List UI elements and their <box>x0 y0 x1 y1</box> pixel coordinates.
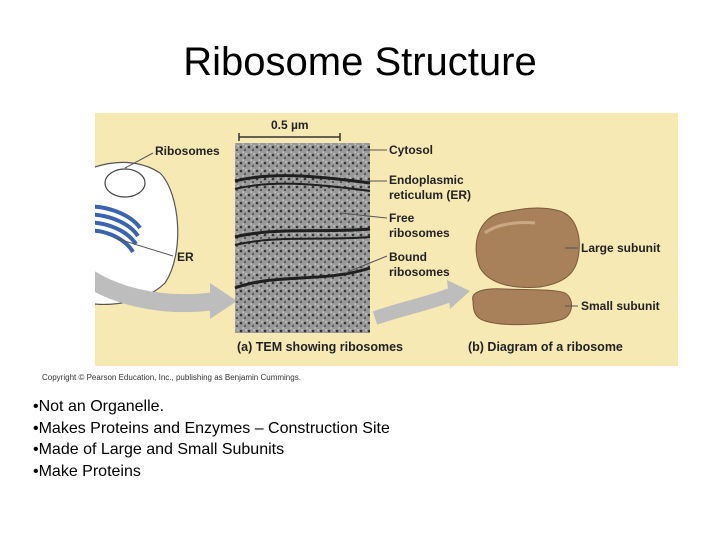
label-ribosomes: Ribosomes <box>155 144 220 158</box>
bullet-list: •Not an Organelle. •Makes Proteins and E… <box>33 396 390 482</box>
caption-a: (a) TEM showing ribosomes <box>237 340 403 354</box>
bullet-item: •Make Proteins <box>33 462 141 480</box>
ribosome-figure: Ribosomes ER 0.5 µm Cytosol Endoplasmic … <box>95 113 678 366</box>
label-free-line2: ribosomes <box>389 226 450 240</box>
label-er: ER <box>177 250 194 264</box>
ribosome-figure-art: Ribosomes ER 0.5 µm Cytosol Endoplasmic … <box>95 118 660 354</box>
scale-bar-label: 0.5 µm <box>271 118 309 132</box>
label-bound-line1: Bound <box>389 250 427 264</box>
label-free-line1: Free <box>389 211 415 225</box>
label-small-subunit: Small subunit <box>581 299 660 313</box>
copyright-note: Copyright © Pearson Education, Inc., pub… <box>42 373 301 382</box>
ribosome-diagram <box>472 207 580 326</box>
label-cytosol: Cytosol <box>389 143 433 157</box>
slide-title: Ribosome Structure <box>183 40 537 84</box>
label-bound-line2: ribosomes <box>389 265 450 279</box>
er-blue-stack <box>95 204 142 254</box>
tem-micrograph <box>234 143 371 333</box>
bullet-item: •Not an Organelle. <box>33 398 165 415</box>
caption-b: (b) Diagram of a ribosome <box>468 340 623 354</box>
bullet-item: •Makes Proteins and Enzymes – Constructi… <box>33 419 390 437</box>
cell-sketch <box>95 161 179 305</box>
bullet-item: •Made of Large and Small Subunits <box>33 441 285 458</box>
label-er-line1: Endoplasmic <box>389 173 464 187</box>
label-large-subunit: Large subunit <box>581 241 660 255</box>
label-er-line2: reticulum (ER) <box>389 188 471 202</box>
